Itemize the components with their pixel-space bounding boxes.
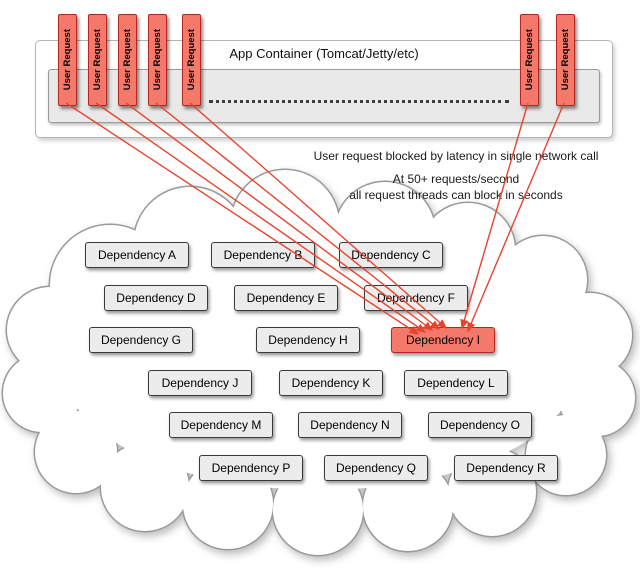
dependency-label: Dependency K <box>291 376 371 390</box>
dependency-box-k: Dependency K <box>279 370 383 396</box>
user-request-label: User Request <box>92 29 103 91</box>
dependency-box-d: Dependency D <box>104 285 208 311</box>
dependency-label: Dependency A <box>97 248 177 262</box>
annotation-request-rate-line2: all request threads can block in seconds <box>349 188 563 202</box>
dependency-box-o: Dependency O <box>428 412 532 438</box>
user-request-bar: User Request <box>58 14 77 106</box>
user-request-bar: User Request <box>556 14 575 106</box>
dependency-box-n: Dependency N <box>298 412 402 438</box>
user-request-label: User Request <box>560 29 571 91</box>
user-request-label: User Request <box>62 29 73 91</box>
dependency-label: Dependency B <box>223 248 303 262</box>
dependency-label: Dependency J <box>161 376 239 390</box>
user-request-label: User Request <box>186 29 197 91</box>
dependency-box-a: Dependency A <box>85 242 189 268</box>
dependency-box-b: Dependency B <box>211 242 315 268</box>
user-request-bar: User Request <box>148 14 167 106</box>
dependency-label: Dependency Q <box>335 461 417 475</box>
dependency-label: Dependency L <box>417 376 495 390</box>
dependency-label: Dependency E <box>246 291 326 305</box>
dependency-label: Dependency H <box>268 333 348 347</box>
dependency-box-q: Dependency Q <box>324 455 428 481</box>
dependency-box-g: Dependency G <box>89 327 193 353</box>
user-request-bar: User Request <box>88 14 107 106</box>
user-request-bar: User Request <box>520 14 539 106</box>
dependency-label: Dependency N <box>310 418 390 432</box>
thread-dots <box>209 100 509 103</box>
user-request-label: User Request <box>122 29 133 91</box>
user-request-label: User Request <box>524 29 535 91</box>
app-container-label: App Container (Tomcat/Jetty/etc) <box>229 46 419 61</box>
dependency-box-i-highlighted: Dependency I <box>391 327 495 353</box>
dependency-box-j: Dependency J <box>148 370 252 396</box>
dependency-box-l: Dependency L <box>404 370 508 396</box>
dependency-box-r: Dependency R <box>454 455 558 481</box>
dependency-label: Dependency G <box>100 333 182 347</box>
dependency-box-f: Dependency F <box>364 285 468 311</box>
user-request-bar: User Request <box>182 14 201 106</box>
dependency-label: Dependency I <box>405 333 481 347</box>
dependency-box-h: Dependency H <box>256 327 360 353</box>
user-request-label: User Request <box>152 29 163 91</box>
annotation-blocked-by-latency: User request blocked by latency in singl… <box>313 149 599 163</box>
dependency-box-p: Dependency P <box>199 455 303 481</box>
dependency-box-m: Dependency M <box>169 412 273 438</box>
dependency-label: Dependency O <box>439 418 521 432</box>
dependency-box-c: Dependency C <box>339 242 443 268</box>
dependency-label: Dependency C <box>351 248 431 262</box>
dependency-box-e: Dependency E <box>234 285 338 311</box>
annotation-request-rate-line1: At 50+ requests/second <box>392 172 520 186</box>
dependency-label: Dependency P <box>211 461 291 475</box>
dependency-label: Dependency D <box>116 291 196 305</box>
dependency-label: Dependency F <box>376 291 456 305</box>
dependency-label: Dependency M <box>180 418 262 432</box>
user-request-bar: User Request <box>118 14 137 106</box>
dependency-label: Dependency R <box>466 461 546 475</box>
